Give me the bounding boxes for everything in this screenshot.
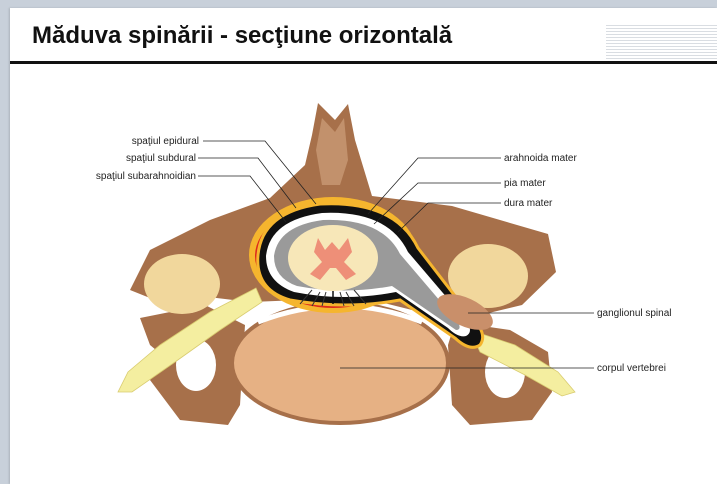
label-pia-mater: pia mater: [504, 178, 546, 189]
label-spatiul-subarahnoidian: spaţiul subarahnoidian: [96, 171, 196, 182]
label-dura-mater: dura mater: [504, 198, 553, 209]
left-articular-process: [144, 254, 220, 314]
label-ganglionul-spinal: ganglionul spinal: [597, 308, 672, 319]
label-arahnoida-mater: arahnoida mater: [504, 153, 577, 164]
label-spatiul-epidural: spaţiul epidural: [132, 136, 199, 147]
label-spatiul-subdural: spaţiul subdural: [126, 153, 196, 164]
label-corpul-vertebrei: corpul vertebrei: [597, 363, 666, 374]
